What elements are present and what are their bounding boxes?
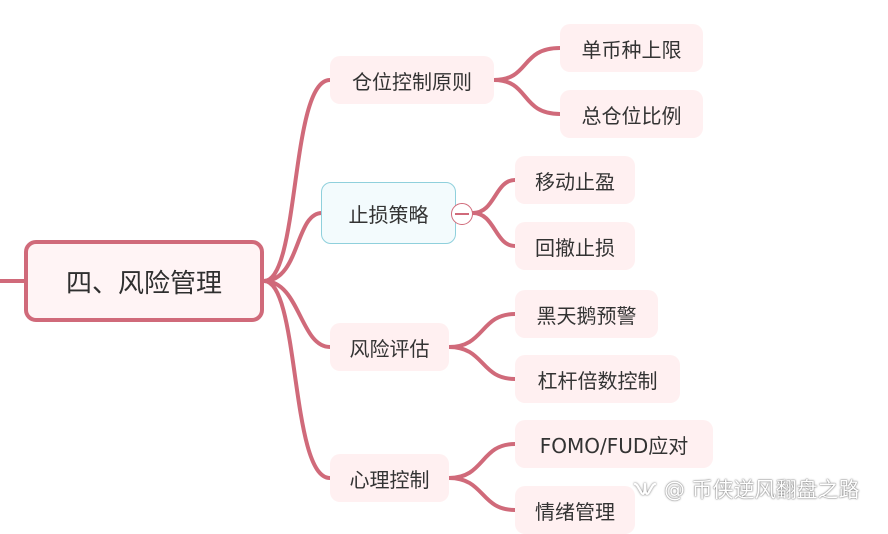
- leaf-node-leverage-control[interactable]: 杠杆倍数控制: [515, 355, 680, 403]
- branch-node-stop-loss[interactable]: 止损策略: [321, 182, 456, 244]
- leaf-node-drawdown-stop-loss[interactable]: 回撤止损: [515, 222, 635, 270]
- branch-node-risk-assessment[interactable]: 风险评估: [330, 323, 449, 371]
- leaf-node-fomo-fud[interactable]: FOMO/FUD应对: [515, 420, 713, 468]
- connector-lines: [0, 46, 562, 512]
- mindmap-canvas: 四、风险管理 仓位控制原则 止损策略 风险评估 心理控制 单币种上限 总仓位比例…: [0, 24, 713, 534]
- watermark: @ 币侠逆风翻盘之路: [632, 474, 860, 504]
- collapse-toggle-button[interactable]: [451, 203, 473, 225]
- leaf-node-black-swan-warning[interactable]: 黑天鹅预警: [515, 290, 658, 338]
- root-node[interactable]: 四、风险管理: [24, 240, 264, 322]
- branch-node-position-control[interactable]: 仓位控制原则: [330, 56, 494, 104]
- wechat-channel-icon: [633, 482, 657, 496]
- watermark-text: @ 币侠逆风翻盘之路: [664, 478, 860, 502]
- leaf-node-total-position-ratio[interactable]: 总仓位比例: [560, 90, 703, 138]
- leaf-node-emotion-management[interactable]: 情绪管理: [515, 486, 635, 534]
- branch-node-psychology-control[interactable]: 心理控制: [330, 454, 449, 502]
- leaf-node-trailing-take-profit[interactable]: 移动止盈: [515, 156, 635, 204]
- leaf-node-single-coin-limit[interactable]: 单币种上限: [560, 24, 703, 72]
